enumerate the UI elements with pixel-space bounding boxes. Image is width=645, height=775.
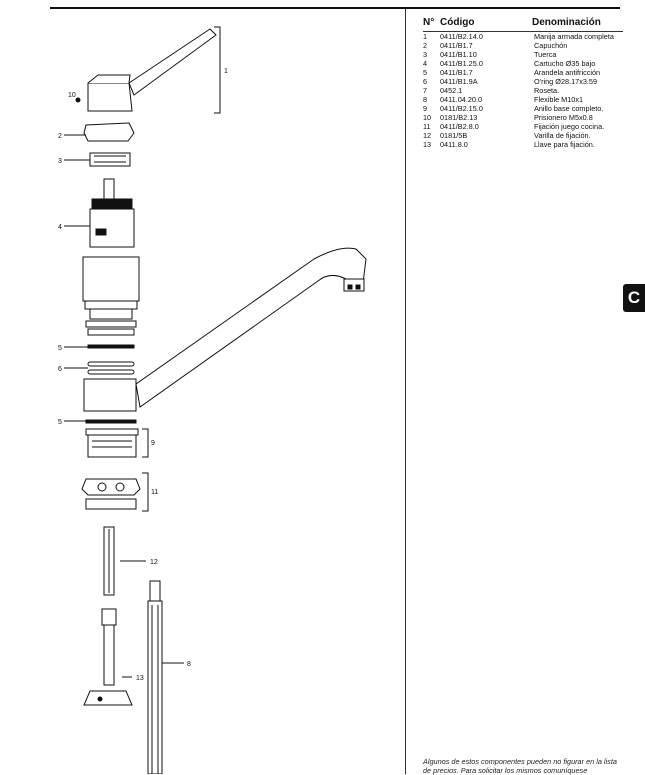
row-name: Arandela antifricción [534, 68, 601, 77]
faucet-body-spout [82, 247, 367, 412]
fixing-key-part-13 [83, 608, 133, 706]
table-row: 13 0411.8.0 Llave para fijación. [423, 140, 623, 149]
header-code: Código [440, 17, 475, 28]
row-code: 0411/B1.25.0 [440, 59, 483, 68]
exploded-parts-diagram: 1 10 2 3 4 5 6 5 9 11 12 13 8 [50, 9, 405, 774]
callout-2: 2 [58, 133, 62, 140]
row-number: 4 [423, 59, 428, 68]
callout-3: 3 [58, 158, 62, 165]
row-number: 13 [423, 140, 432, 149]
table-row: 2 0411/B1.7 Capuchón [423, 41, 623, 50]
row-code: 0411/B1.7 [440, 68, 473, 77]
cap-part-2 [83, 122, 135, 142]
callout-13: 13 [136, 675, 144, 682]
header-name: Denominación [532, 17, 601, 28]
row-name: O'ring Ø28.17x3.59 [534, 77, 598, 86]
row-name: Capuchón [534, 41, 568, 50]
callout-5a: 5 [58, 345, 62, 352]
row-name: Anillo base completo. [534, 104, 604, 113]
handle-part-1 [87, 28, 217, 112]
row-code: 0452.1 [440, 86, 463, 95]
footnote: Algunos de estos componentes pueden no f… [423, 757, 617, 775]
callout-4: 4 [58, 224, 62, 231]
row-number: 12 [423, 131, 432, 140]
row-number: 9 [423, 104, 428, 113]
callout-5b: 5 [58, 419, 62, 426]
table-row: 4 0411/B1.25.0 Cartucho Ø35 bajo [423, 59, 623, 68]
table-row: 8 0411.04.20.0 Flexible M10x1 [423, 95, 623, 104]
row-code: 0411.04.20.0 [440, 95, 483, 104]
row-number: 11 [423, 122, 431, 131]
row-number: 5 [423, 68, 428, 77]
top-rule [50, 7, 620, 9]
table-row: 7 0452.1 Roseta. [423, 86, 623, 95]
row-code: 0411/B1.9A [440, 77, 478, 86]
row-code: 0411/B2.8.0 [440, 122, 479, 131]
row-number: 1 [423, 32, 428, 41]
row-name: Fijación juego cocina. [534, 122, 605, 131]
callout-8: 8 [187, 661, 191, 668]
row-code: 0411/B1.10 [440, 50, 477, 59]
callout-12: 12 [150, 559, 158, 566]
row-number: 10 [423, 113, 432, 122]
fixing-set-part-11 [81, 478, 141, 510]
section-tab: C [623, 284, 645, 312]
table-row: 6 0411/B1.9A O'ring Ø28.17x3.59 [423, 77, 623, 86]
parts-table: N° Código Denominación 1 0411/B2.14.0 Mani… [423, 14, 623, 149]
fixing-rod-part-12 [103, 526, 115, 596]
table-row: 12 0181/5B Varilla de fijación. [423, 131, 623, 140]
parts-table-header: N° Código Denominación [423, 14, 623, 32]
row-code: 0411.8.0 [440, 140, 468, 149]
row-name: Cartucho Ø35 bajo [534, 59, 596, 68]
set-screw-part-10 [75, 97, 81, 103]
callout-leaders [64, 26, 221, 678]
table-row: 11 0411/B2.8.0 Fijación juego cocina. [423, 122, 623, 131]
callout-1: 1 [224, 68, 228, 75]
row-name: Varilla de fijación. [534, 131, 591, 140]
table-row: 9 0411/B2.15.0 Anillo base completo. [423, 104, 623, 113]
table-row: 3 0411/B1.10 Tuerca [423, 50, 623, 59]
oring-part-6 [87, 361, 135, 375]
row-name: Manija armada completa [534, 32, 614, 41]
row-code: 0181/B2.13 [440, 113, 478, 122]
base-ring-part-9 [85, 428, 139, 458]
callout-11: 11 [151, 489, 158, 496]
row-number: 6 [423, 77, 428, 86]
table-row: 1 0411/B2.14.0 Manija armada completa [423, 32, 623, 41]
row-name: Llave para fijación. [534, 140, 595, 149]
row-code: 0181/5B [440, 131, 468, 140]
callout-10: 10 [68, 92, 76, 99]
column-divider [405, 9, 406, 774]
row-code: 0411/B2.15.0 [440, 104, 483, 113]
table-row: 10 0181/B2.13 Prisionero M5x0.8 [423, 113, 623, 122]
cartridge-part-4 [89, 178, 135, 248]
row-number: 8 [423, 95, 428, 104]
flexible-hose-part-8 [147, 580, 163, 774]
row-name: Prisionero M5x0.8 [534, 113, 593, 122]
row-number: 7 [423, 86, 428, 95]
row-name: Roseta. [534, 86, 560, 95]
nut-part-3 [89, 152, 131, 167]
header-number: N° [423, 17, 435, 28]
row-code: 0411/B2.14.0 [440, 32, 483, 41]
row-name: Tuerca [534, 50, 557, 59]
row-number: 3 [423, 50, 428, 59]
row-code: 0411/B1.7 [440, 41, 473, 50]
callout-6: 6 [58, 366, 62, 373]
callout-labels: 1 10 2 3 4 5 6 5 9 11 12 13 8 [58, 68, 228, 682]
row-number: 2 [423, 41, 428, 50]
table-row: 5 0411/B1.7 Arandela antifricción [423, 68, 623, 77]
callout-9: 9 [151, 440, 155, 447]
row-name: Flexible M10x1 [534, 95, 584, 104]
parts-table-body: 1 0411/B2.14.0 Manija armada completa 2 0411… [423, 32, 623, 149]
